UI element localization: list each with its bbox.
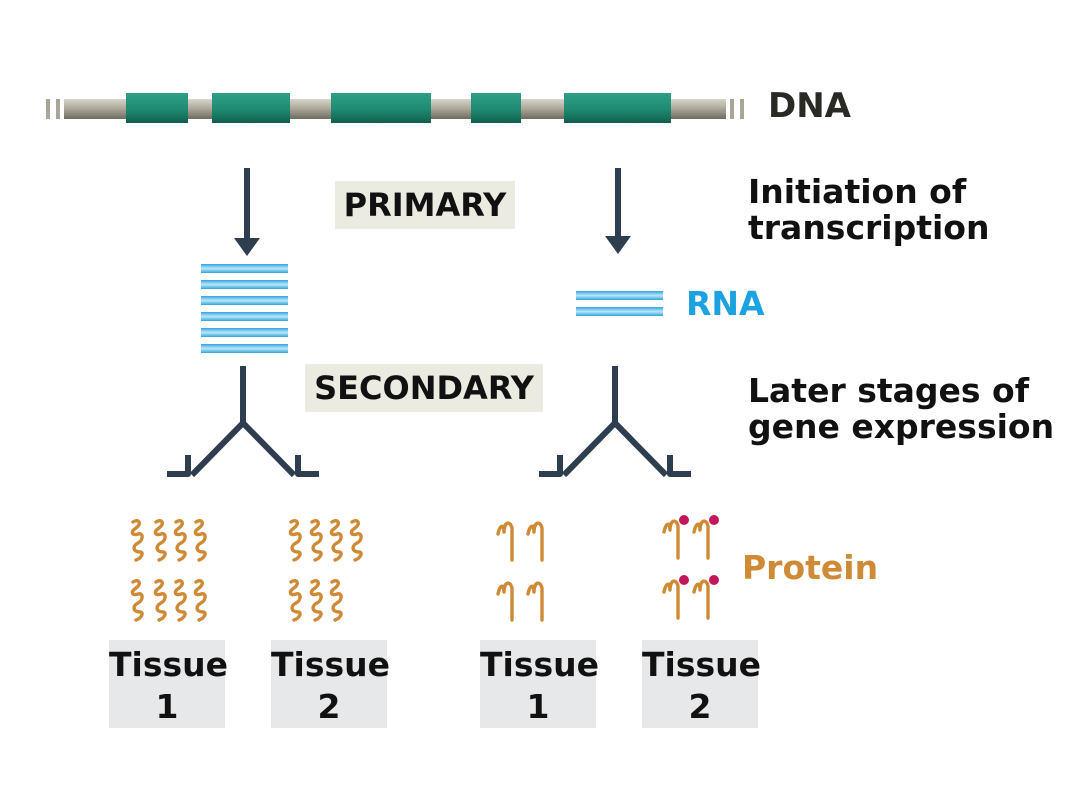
rna-bar bbox=[201, 280, 288, 289]
tissue-word: Tissue bbox=[271, 645, 390, 684]
modification-dot bbox=[679, 575, 689, 585]
secondary-level-label: SECONDARY bbox=[305, 364, 543, 412]
rna-label: RNA bbox=[686, 284, 765, 323]
protein-hook-icon bbox=[526, 581, 544, 622]
protein-coil-icon bbox=[193, 579, 207, 622]
tissue-number: 1 bbox=[155, 687, 179, 726]
branching-arrow-icon bbox=[539, 366, 691, 478]
protein-hook-icon bbox=[496, 581, 514, 622]
rna-bar bbox=[576, 307, 663, 316]
tissue-box: Tissue 1 bbox=[480, 640, 599, 728]
tissue-box: Tissue 1 bbox=[109, 640, 228, 728]
protein-coil-icon bbox=[153, 519, 167, 562]
tissue-number: 2 bbox=[688, 687, 712, 726]
tissue-number: 1 bbox=[526, 687, 550, 726]
later-stage-label: Later stages of gene expression bbox=[748, 373, 1054, 444]
protein-coil-icon bbox=[309, 579, 323, 622]
modified-protein-icon bbox=[662, 515, 689, 560]
protein-coil-icon bbox=[130, 579, 144, 622]
modified-protein-icon bbox=[662, 575, 689, 620]
protein-coil-icon bbox=[173, 579, 187, 622]
dna-strand bbox=[46, 93, 744, 123]
modified-protein-icon bbox=[692, 515, 719, 560]
tissue-number: 2 bbox=[317, 687, 341, 726]
initiation-line-2: transcription bbox=[748, 207, 990, 247]
gene-segment bbox=[126, 93, 188, 123]
gene-segment bbox=[331, 93, 431, 123]
rna-bar bbox=[576, 291, 663, 300]
down-arrow-icon bbox=[605, 168, 631, 254]
protein-label: Protein bbox=[742, 548, 879, 587]
protein-coil-icon bbox=[288, 579, 302, 622]
later-line-1: Later stages of bbox=[748, 371, 1030, 410]
tissue-box: Tissue 2 bbox=[642, 640, 761, 728]
rna-bar bbox=[201, 296, 288, 305]
modification-dot bbox=[679, 515, 689, 525]
primary-level-label: PRIMARY bbox=[335, 181, 515, 229]
initiation-stage-label: Initiation of transcription bbox=[748, 174, 989, 245]
protein-coil-icon bbox=[329, 579, 343, 622]
gene-segment bbox=[471, 93, 521, 123]
branching-arrow-icon bbox=[167, 366, 319, 478]
dna-label: DNA bbox=[768, 86, 851, 126]
down-arrow-icon bbox=[234, 168, 260, 256]
protein-coil-icon bbox=[173, 519, 187, 562]
tissue-box: Tissue 2 bbox=[271, 640, 390, 728]
rna-strand-icon bbox=[201, 264, 288, 353]
protein-coil-icon bbox=[130, 519, 144, 562]
protein-hook-icon bbox=[526, 521, 544, 562]
gene-segment bbox=[212, 93, 290, 123]
rna-bar bbox=[201, 328, 288, 337]
gene-segment bbox=[564, 93, 671, 123]
modified-protein-icon bbox=[692, 575, 719, 620]
protein-groups bbox=[130, 515, 719, 622]
tissue-word: Tissue bbox=[642, 645, 761, 684]
later-line-2: gene expression bbox=[748, 406, 1055, 446]
protein-coil-icon bbox=[309, 519, 323, 562]
rna-bar bbox=[201, 344, 288, 353]
protein-coil-icon bbox=[193, 519, 207, 562]
protein-coil-icon bbox=[349, 519, 363, 562]
tissue-word: Tissue bbox=[109, 645, 228, 684]
modification-dot bbox=[709, 515, 719, 525]
rna-bar bbox=[201, 312, 288, 321]
protein-coil-icon bbox=[288, 519, 302, 562]
rna-strand-icon bbox=[576, 291, 663, 316]
modification-dot bbox=[709, 575, 719, 585]
tissue-word: Tissue bbox=[480, 645, 599, 684]
rna-bar bbox=[201, 264, 288, 273]
protein-coil-icon bbox=[153, 579, 167, 622]
initiation-line-1: Initiation of bbox=[748, 172, 967, 211]
protein-coil-icon bbox=[329, 519, 343, 562]
protein-hook-icon bbox=[496, 521, 514, 562]
